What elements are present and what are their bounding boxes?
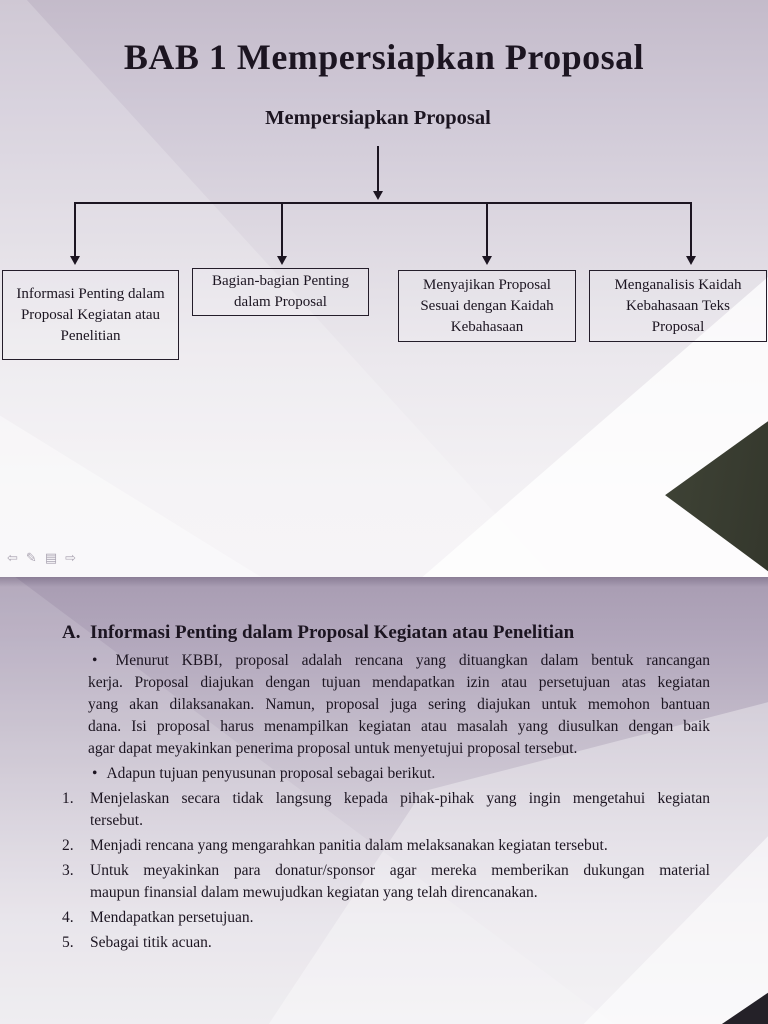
previous-slide-icon[interactable]: ⇦ xyxy=(7,551,18,566)
slide-body: A. Informasi Penting dalam Proposal Kegi… xyxy=(62,620,710,957)
bullet-marker: • xyxy=(92,652,98,669)
diagram-box-label: Menyajikan Proposal Sesuai dengan Kaidah… xyxy=(420,276,554,335)
list-item: 1. Menjelaskan secara tidak langsung kep… xyxy=(62,788,710,832)
item-number: 5. xyxy=(62,934,74,951)
down-arrow-icon xyxy=(372,146,383,200)
slide-top-shadow xyxy=(0,577,768,587)
diagram-root-label: Mempersiapkan Proposal xyxy=(265,107,491,129)
text-line: yang akan dilaksanakan. Namun, proposal … xyxy=(88,696,710,713)
text-line: agar dapat meyakinkan penerima proposal … xyxy=(88,740,578,757)
down-arrow-icon xyxy=(685,202,696,265)
diagram-box-menyajikan-proposal: Menyajikan Proposal Sesuai dengan Kaidah… xyxy=(398,270,576,342)
section-heading: A. Informasi Penting dalam Proposal Kegi… xyxy=(62,620,710,646)
section-letter: A. xyxy=(62,622,81,643)
list-item: 2. Menjadi rencana yang mengarahkan pani… xyxy=(62,835,710,857)
diagram-box-menganalisis-kaidah: Menganalisis Kaidah Kebahasaan Teks Prop… xyxy=(589,270,767,342)
text-line: Menjadi rencana yang mengarahkan panitia… xyxy=(90,837,608,854)
text-span: Adapun tujuan penyusunan proposal sebaga… xyxy=(106,765,436,782)
diagram-box-label: Bagian-bagian Penting dalam Proposal xyxy=(211,273,350,310)
bullet-item: • Menurut KBBI, proposal adalah rencana y… xyxy=(88,650,710,760)
item-number: 1. xyxy=(62,790,74,807)
item-number: 3. xyxy=(62,862,74,879)
list-item: 3. Untuk meyakinkan para donatur/sponsor… xyxy=(62,860,710,904)
list-item: 5. Sebagai titik acuan. xyxy=(62,932,710,954)
down-arrow-icon xyxy=(276,202,287,265)
next-slide-icon[interactable]: ⇨ xyxy=(65,551,77,566)
text-line: • Adapun tujuan penyusunan proposal sebag… xyxy=(88,763,710,785)
diagram-box-label: Menganalisis Kaidah Kebahasaan Teks Prop… xyxy=(614,276,742,335)
section-title: Informasi Penting dalam Proposal Kegiata… xyxy=(90,622,575,643)
text-line: Menjelaskan secara tidak langsung kepada… xyxy=(90,790,710,807)
text-line: tersebut. xyxy=(90,812,143,829)
slide-2: A. Informasi Penting dalam Proposal Kegi… xyxy=(0,577,768,1024)
text-line: dana. Isi proposal harus menampilkan keg… xyxy=(88,718,710,735)
bullet-marker: • xyxy=(92,765,98,782)
text-line: Sebagai titik acuan. xyxy=(90,934,212,951)
numbered-list: 1. Menjelaskan secara tidak langsung kep… xyxy=(62,788,710,954)
bullet-item: • Adapun tujuan penyusunan proposal sebag… xyxy=(88,763,710,785)
down-arrow-icon xyxy=(481,202,492,265)
list-item: 4. Mendapatkan persetujuan. xyxy=(62,907,710,929)
pen-icon[interactable]: ✎ xyxy=(25,551,37,566)
slide-menu-icon[interactable]: ▤ xyxy=(44,551,58,566)
connector-line xyxy=(75,202,692,204)
diagram-box-bagian-penting: Bagian-bagian Penting dalam Proposal xyxy=(192,268,369,316)
presenter-controls: ⇦ ✎ ▤ ⇨ xyxy=(7,551,76,566)
slide-1: BAB 1 Mempersiapkan Proposal Mempersiapk… xyxy=(0,0,768,577)
slide-title: BAB 1 Mempersiapkan Proposal xyxy=(123,37,645,77)
text-span: Menurut KBBI, proposal adalah rencana ya… xyxy=(115,652,710,669)
text-line: • Menurut KBBI, proposal adalah rencana y… xyxy=(88,650,710,672)
item-number: 4. xyxy=(62,909,74,926)
text-line: Untuk meyakinkan para donatur/sponsor ag… xyxy=(90,862,710,879)
item-number: 2. xyxy=(62,837,74,854)
diagram-box-label: Informasi Penting dalam Proposal Kegiata… xyxy=(16,285,165,344)
diagram-box-informasi-penting: Informasi Penting dalam Proposal Kegiata… xyxy=(2,270,179,360)
text-line: Mendapatkan persetujuan. xyxy=(90,909,254,926)
down-arrow-icon xyxy=(69,202,80,265)
text-line: kerja. Proposal diajukan dengan tujuan m… xyxy=(88,674,710,691)
text-line: maupun finansial dalam mewujudkan kegiat… xyxy=(90,884,538,901)
